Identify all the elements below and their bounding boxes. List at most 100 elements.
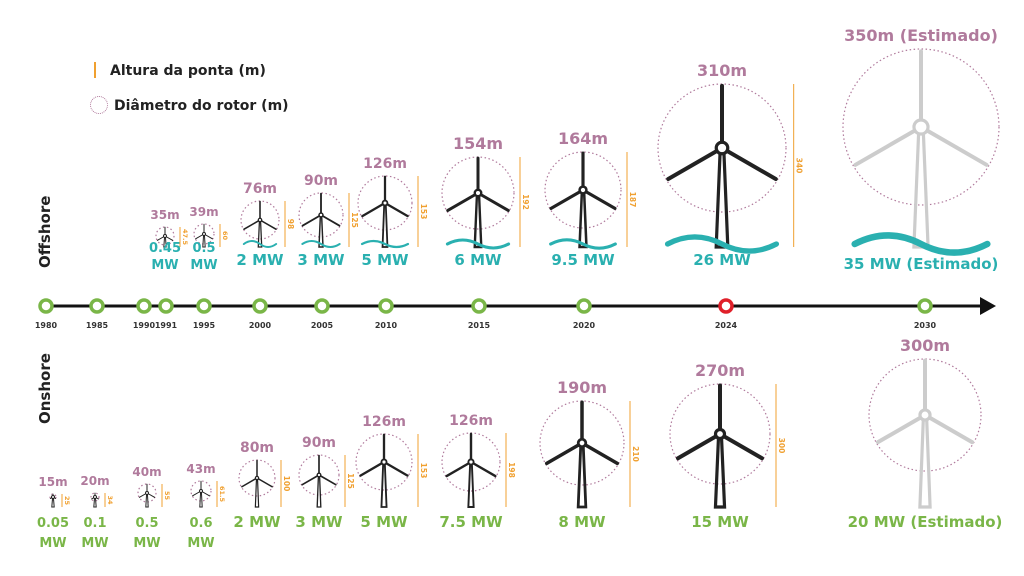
turbine-blade bbox=[853, 125, 923, 167]
sea-wave bbox=[242, 240, 278, 248]
tip-height-value: 55 bbox=[163, 491, 171, 501]
rotor-diameter-value: 20m bbox=[80, 474, 109, 488]
timeline-year-label: 2000 bbox=[249, 321, 272, 330]
rated-power-label: MW bbox=[190, 258, 217, 273]
turbine-hub bbox=[316, 472, 322, 478]
onshore-turbine-6: 125 90m 3 MW bbox=[295, 435, 355, 531]
timeline-node-2024 bbox=[718, 298, 734, 314]
rated-power-label: 0.45 bbox=[149, 241, 181, 256]
turbine-blade bbox=[581, 188, 617, 211]
turbine-blade bbox=[919, 125, 989, 167]
turbine-blade bbox=[718, 432, 765, 461]
rated-power-label: 5 MW bbox=[360, 513, 408, 531]
rotor-diameter-circle bbox=[155, 226, 175, 246]
sea-wave bbox=[851, 232, 991, 256]
timeline-year-label: 2005 bbox=[311, 321, 334, 330]
rated-power-label: 20 MW (Estimado) bbox=[848, 513, 1003, 531]
turbine-hub bbox=[713, 427, 727, 441]
timeline-node-1985 bbox=[89, 298, 105, 314]
turbine-hub bbox=[202, 232, 206, 236]
turbine-blade bbox=[382, 460, 409, 477]
rated-power-label: MW bbox=[133, 536, 160, 551]
rotor-diameter-circle bbox=[544, 151, 622, 229]
legend-rotor-diameter-label: Diâmetro do rotor (m) bbox=[114, 98, 289, 114]
onshore-turbine-11: 300m 20 MW (Estimado) bbox=[848, 336, 1003, 531]
tip-height-value: 153 bbox=[419, 463, 428, 479]
timeline-node-2015 bbox=[471, 298, 487, 314]
turbine-hub bbox=[93, 495, 97, 499]
rotor-diameter-circle bbox=[298, 454, 340, 496]
rotor-diameter-value: 90m bbox=[302, 435, 336, 451]
rotor-diameter-value: 15m bbox=[38, 475, 67, 489]
rotor-diameter-circle bbox=[137, 483, 157, 503]
rated-power-label: MW bbox=[39, 536, 66, 551]
turbine-blade bbox=[549, 188, 585, 211]
turbine-hub bbox=[578, 185, 588, 195]
timeline-year-label: 2030 bbox=[914, 321, 937, 330]
turbine-hub bbox=[467, 458, 475, 466]
rotor-diameter-value: 35m bbox=[150, 208, 179, 222]
rotor-diameter-value: 300m bbox=[900, 336, 950, 355]
rated-power-label: 0.6 bbox=[189, 516, 212, 531]
rotor-diameter-value: 270m bbox=[695, 361, 745, 380]
timeline-node-2005 bbox=[314, 298, 330, 314]
timeline-node-2000 bbox=[252, 298, 268, 314]
timeline-node-1980 bbox=[38, 298, 54, 314]
turbine-blade bbox=[446, 191, 480, 212]
turbine-blade bbox=[241, 477, 258, 488]
legend-tip-height: Altura da ponta (m) bbox=[94, 62, 266, 79]
turbine-tower bbox=[576, 441, 588, 509]
sea-wave bbox=[445, 238, 511, 250]
rated-power-label: 0.1 bbox=[83, 516, 106, 531]
turbine-blade bbox=[361, 201, 387, 218]
sea-wave bbox=[360, 239, 410, 249]
legend-rotor-diameter: Diâmetro do rotor (m) bbox=[90, 96, 289, 114]
tip-height-value: 61.5 bbox=[218, 486, 226, 503]
rotor-diameter-value: 164m bbox=[558, 129, 608, 148]
turbine-blade bbox=[469, 460, 497, 478]
rated-power-label: 5 MW bbox=[361, 251, 409, 269]
rotor-diameter-value: 80m bbox=[240, 440, 274, 456]
turbine-hub bbox=[199, 489, 203, 493]
sea-wave bbox=[664, 234, 780, 254]
rated-power-label: 2 MW bbox=[236, 251, 284, 269]
rated-power-label: 0.5 bbox=[192, 241, 215, 256]
turbine-tower bbox=[714, 146, 730, 249]
turbine-hub bbox=[918, 408, 932, 422]
section-onshore-label: Onshore bbox=[36, 353, 54, 424]
rotor-diameter-value: 190m bbox=[557, 378, 607, 397]
turbine-tower bbox=[918, 413, 932, 509]
rotor-diameter-circle bbox=[357, 175, 413, 231]
rotor-diameter-circle bbox=[298, 192, 344, 238]
turbine-blade bbox=[259, 219, 277, 231]
tip-height-value: 25 bbox=[63, 496, 71, 506]
tip-height-value: 125 bbox=[346, 473, 355, 489]
rotor-diameter-value: 126m bbox=[362, 414, 406, 430]
turbine-blade bbox=[476, 191, 510, 212]
tip-height-value: 192 bbox=[521, 194, 530, 210]
timeline-year-label: 1991 bbox=[155, 321, 178, 330]
rated-power-label: 0.5 bbox=[135, 516, 158, 531]
turbine-blade bbox=[875, 413, 927, 445]
section-offshore-label: Offshore bbox=[36, 195, 54, 268]
turbine-blade bbox=[320, 214, 341, 227]
rated-power-label: 35 MW (Estimado) bbox=[844, 255, 999, 273]
rotor-diameter-circle bbox=[842, 48, 1000, 206]
onshore-turbine-7: 153 126m 5 MW bbox=[355, 414, 428, 531]
turbine-hub bbox=[163, 234, 167, 238]
turbine-tower bbox=[467, 461, 475, 508]
rated-power-label: 0.05 bbox=[37, 516, 69, 531]
rotor-diameter-circle bbox=[355, 433, 413, 491]
rated-power-label: 3 MW bbox=[295, 513, 343, 531]
turbine-hub bbox=[51, 495, 55, 499]
tip-height-value: 153 bbox=[419, 204, 428, 220]
rotor-diameter-circle bbox=[90, 492, 100, 502]
